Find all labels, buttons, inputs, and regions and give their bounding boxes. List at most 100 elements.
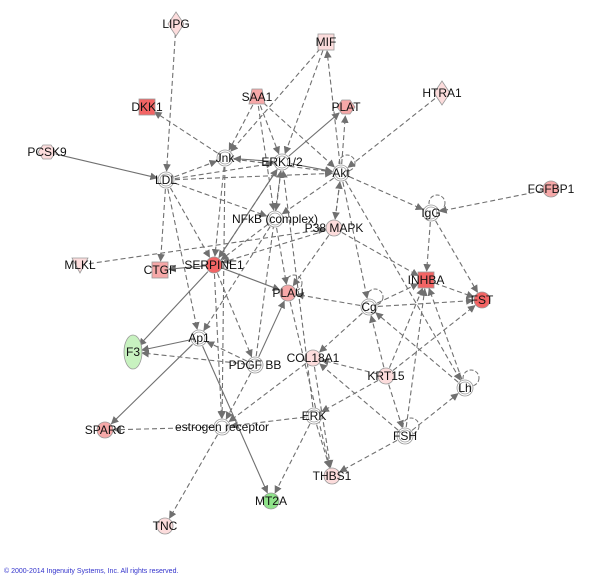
- edge-SAA1-Jnk: [228, 104, 254, 151]
- edge-PCSK9-LDL: [55, 153, 158, 181]
- edge-KRT15-FSH: [388, 384, 404, 429]
- edge-SERPINE1-F3: [138, 271, 209, 346]
- node-shape-circle: [215, 420, 229, 434]
- node-cg[interactable]: Cg: [360, 298, 378, 316]
- node-label: HTRA1: [422, 86, 462, 100]
- node-pdgfbb[interactable]: PDGF BB: [229, 356, 282, 374]
- edge-COL18A1-THBS1: [313, 366, 334, 468]
- node-label: FGFBP1: [528, 182, 575, 196]
- node-label: KRT15: [367, 369, 404, 383]
- node-label: IgG: [421, 206, 440, 220]
- node-shape-circle: [424, 206, 438, 220]
- edge-KRT15-COL18A1: [320, 358, 378, 375]
- edge-COL18A1-ER: [228, 362, 307, 423]
- node-sparc[interactable]: SPARC: [85, 421, 126, 439]
- edge-MIF-Jnk: [230, 48, 321, 152]
- node-label: Cg: [361, 300, 376, 314]
- node-ldl[interactable]: LDL: [155, 171, 177, 189]
- node-label: LIPG: [162, 17, 189, 31]
- edge-LDL-Akt: [174, 169, 333, 181]
- edge-SERPINE1-PLAU: [222, 267, 281, 291]
- node-thbs1[interactable]: THBS1: [313, 467, 352, 485]
- edge-FSH-INHBA: [405, 288, 428, 428]
- edge-INHBA-FST: [434, 282, 475, 299]
- node-shape-square: [138, 98, 156, 116]
- edge-FSH-THBS1: [339, 439, 398, 473]
- node-plat[interactable]: PLAT: [331, 99, 361, 115]
- node-akt[interactable]: Akt: [332, 164, 350, 182]
- node-label: PCSK9: [27, 145, 67, 159]
- edge-LIPG-LDL: [163, 32, 176, 172]
- node-label: COL18A1: [287, 351, 340, 365]
- edge-Akt-Cg: [342, 181, 370, 299]
- node-plau[interactable]: PLAU: [272, 284, 304, 302]
- node-krt15[interactable]: KRT15: [367, 367, 405, 385]
- node-shape-circle: [323, 467, 341, 485]
- node-label: THBS1: [313, 469, 352, 483]
- edge-MIF-ERK12: [283, 50, 324, 155]
- node-dkk1[interactable]: DKK1: [131, 98, 163, 116]
- edge-P38-Akt: [334, 181, 343, 220]
- node-shape-circle: [458, 381, 472, 395]
- node-tnc[interactable]: TNC: [153, 517, 178, 535]
- node-ap1[interactable]: Ap1: [188, 329, 210, 347]
- node-shape-circle: [156, 517, 174, 535]
- node-shape-circle: [248, 358, 262, 372]
- node-label: PLAT: [331, 100, 361, 114]
- edge-NFkB-Ap1: [203, 226, 271, 332]
- node-fst[interactable]: FST: [471, 291, 494, 309]
- node-f3[interactable]: F3: [123, 334, 143, 370]
- node-jnk[interactable]: Jnk: [216, 149, 236, 167]
- edge-FSH-COL18A1: [319, 363, 399, 431]
- edge-P38-PLAU: [292, 235, 330, 287]
- node-erk[interactable]: ERK: [302, 407, 327, 425]
- node-saa1[interactable]: SAA1: [242, 88, 273, 105]
- node-label: ERK1/2: [261, 155, 303, 169]
- node-shape-diamond: [167, 11, 185, 37]
- node-label: P38 MAPK: [305, 221, 364, 235]
- node-shape-triangle: [71, 257, 89, 274]
- node-label: FST: [471, 293, 494, 307]
- node-mif[interactable]: MIF: [316, 33, 337, 51]
- edge-KRT15-INHBA: [388, 287, 424, 368]
- node-p38[interactable]: P38 MAPK: [305, 219, 364, 237]
- node-lh[interactable]: Lh: [456, 379, 474, 397]
- node-lipg[interactable]: LIPG: [162, 11, 190, 37]
- node-fgfbp1[interactable]: FGFBP1: [528, 180, 575, 198]
- node-label: FSH: [393, 429, 417, 443]
- edge-SERPINE1-ER: [213, 273, 226, 419]
- node-inhba[interactable]: INHBA: [408, 271, 445, 289]
- node-mlkl[interactable]: MLKL: [64, 257, 96, 274]
- edge-KRT15-FST: [392, 305, 476, 371]
- edge-KRT15-Cg: [369, 314, 385, 368]
- edge-LDL-Jnk: [174, 159, 218, 178]
- edge-Akt-NFkB: [281, 177, 334, 215]
- node-label: DKK1: [131, 100, 163, 114]
- node-shape-hexagon: [336, 99, 356, 115]
- node-ctgf[interactable]: CTGF: [144, 261, 177, 279]
- node-shape-circle: [205, 256, 223, 274]
- node-shape-square: [417, 271, 435, 289]
- node-fsh[interactable]: FSH: [393, 427, 417, 445]
- edge-ER-SPARC: [113, 425, 214, 434]
- edge-Jnk-DKK1: [153, 111, 218, 154]
- edge-Lh-INHBA: [427, 287, 463, 380]
- node-label: F3: [126, 345, 140, 359]
- node-er[interactable]: estrogen receptor: [175, 418, 269, 436]
- node-col18a1[interactable]: COL18A1: [287, 349, 340, 367]
- node-pcsk9[interactable]: PCSK9: [27, 144, 67, 160]
- node-erk12[interactable]: ERK1/2: [261, 153, 303, 171]
- node-serpine1[interactable]: SERPINE1: [184, 256, 244, 274]
- node-igg[interactable]: IgG: [421, 204, 441, 222]
- node-htra1[interactable]: HTRA1: [422, 80, 462, 106]
- node-nfkb[interactable]: NFkB (complex): [232, 210, 318, 228]
- node-shape-circle: [307, 409, 321, 423]
- node-shape-circle: [325, 219, 343, 237]
- node-label: SAA1: [242, 90, 273, 104]
- edge-Ap1-F3: [141, 339, 191, 353]
- node-shape-circle: [96, 421, 114, 439]
- node-label: LDL: [155, 173, 177, 187]
- node-mt2a[interactable]: MT2A: [255, 492, 287, 510]
- node-shape-circle: [362, 300, 376, 314]
